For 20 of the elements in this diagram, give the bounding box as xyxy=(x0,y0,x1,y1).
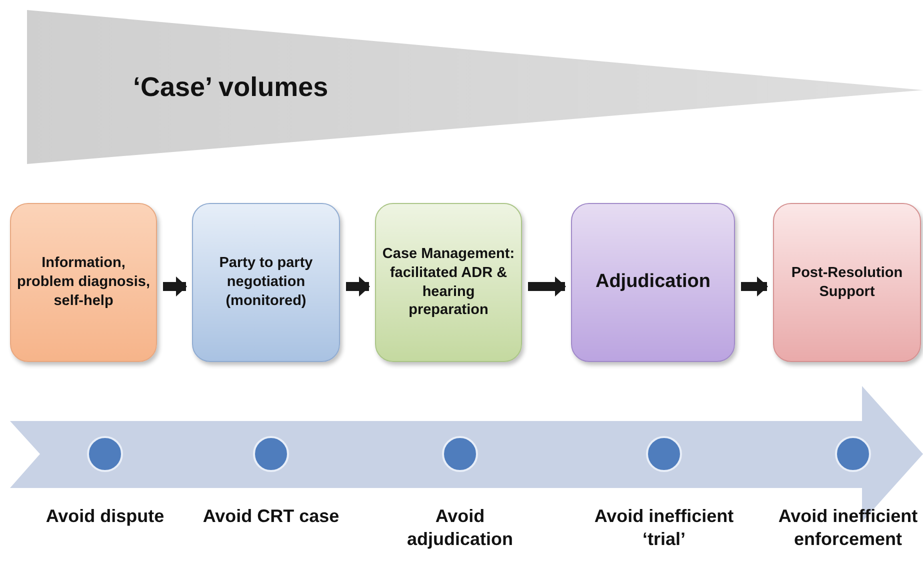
outcome-label: Avoid inefficient ‘trial’ xyxy=(593,505,735,550)
outcome-label: Avoid adjudication xyxy=(406,505,514,550)
outcome-label: Avoid dispute xyxy=(44,505,166,528)
stage-box xyxy=(192,203,340,362)
wedge-title: ‘Case’ volumes xyxy=(133,72,328,102)
stage-label: Information, problem diagnosis, self-help xyxy=(17,254,150,311)
outcome-label: Avoid inefficient enforcement xyxy=(777,505,919,550)
stage-label: Party to party negotiation (monitored) xyxy=(218,254,314,311)
stage-label: Case Management: facilitated ADR & hearing preparation xyxy=(382,244,515,320)
arrow xyxy=(741,276,768,296)
arrow xyxy=(163,276,187,296)
arrow xyxy=(528,276,566,296)
stage-label: Post-Resolution Support xyxy=(790,264,904,302)
stage-box xyxy=(571,203,735,362)
stage-box xyxy=(375,203,522,362)
outcome-label: Avoid CRT case xyxy=(202,505,340,528)
stage-label: Adjudication xyxy=(595,270,711,294)
arrow xyxy=(346,276,370,296)
stage-box xyxy=(773,203,921,362)
stage-box xyxy=(10,203,157,362)
